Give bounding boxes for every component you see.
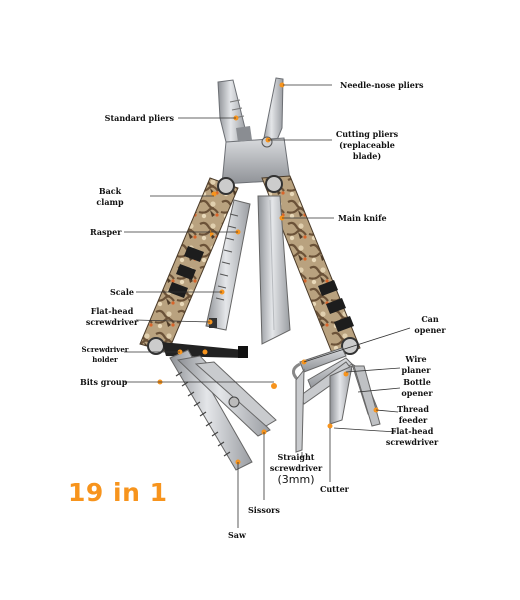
label-back-clamp-line2: clamp [96,197,124,207]
label-thread-feeder: Thread feeder [396,404,430,426]
label-needle-nose-pliers: Needle-nose pliers [340,80,424,90]
label-can-opener-line2: opener [414,325,446,335]
label-can-opener: Can opener [412,314,448,336]
label-thread-feeder-line1: Thread [397,404,429,414]
label-flat-head-screwdriver-left: Flat-head screwdriver [84,306,140,328]
pliers-jaws [217,77,291,185]
label-screwdriver-holder-line1: Screwdriver [81,345,129,354]
label-scale: Scale [110,287,134,297]
headline-19-in-1: 19 in 1 [68,478,168,507]
label-back-clamp-line1: Back [98,186,122,196]
right-side-tools [271,347,381,453]
label-main-knife: Main knife [338,213,387,223]
label-flat-head-screwdriver-right-line1: Flat-head [390,426,434,436]
label-screwdriver-holder-line2: holder [92,355,118,364]
label-cutting-pliers: Cutting pliers (replaceable blade) [330,129,404,162]
label-sissors: Sissors [248,505,280,515]
label-flat-head-screwdriver-right: Flat-head screwdriver [384,426,440,448]
label-bottle-opener: Bottle opener [400,377,434,399]
label-screwdriver-holder: Screwdriver holder [78,345,132,365]
leader-lines [124,84,411,528]
label-straight-screwdriver-line1: Straight [277,452,315,462]
label-flat-head-screwdriver-left-line2: screwdriver [85,317,139,327]
right-handle [261,175,361,359]
label-straight-screwdriver: Straight screwdriver (3mm) [266,452,326,485]
label-bottle-opener-line2: opener [401,388,433,398]
main-knife-blade [257,195,291,345]
label-wire-planer-line2: planer [401,365,431,375]
label-flat-head-screwdriver-left-line1: Flat-head [90,306,134,316]
label-cutting-pliers-line1: Cutting pliers [335,129,399,139]
label-wire-planer: Wire planer [398,354,434,376]
label-bits-group: Bits group [80,377,128,387]
label-flat-head-screwdriver-right-line2: screwdriver [385,437,439,447]
label-cutting-pliers-line2: (replaceable [339,140,395,150]
left-handle [139,177,239,355]
label-cutter: Cutter [320,484,349,494]
label-bottle-opener-line1: Bottle [403,377,431,387]
label-cutting-pliers-line3: blade) [352,151,382,161]
label-straight-screwdriver-line2: screwdriver [269,463,323,473]
scissors-blades [176,355,277,437]
label-thread-feeder-line2: feeder [398,415,428,425]
label-wire-planer-line1: Wire [405,354,427,364]
label-rasper: Rasper [90,227,122,237]
label-can-opener-line1: Can [421,314,439,324]
label-straight-screwdriver-line3: (3mm) [277,473,315,486]
label-back-clamp: Back clamp [90,186,130,208]
label-saw: Saw [228,530,246,540]
label-standard-pliers: Standard pliers [104,113,174,123]
